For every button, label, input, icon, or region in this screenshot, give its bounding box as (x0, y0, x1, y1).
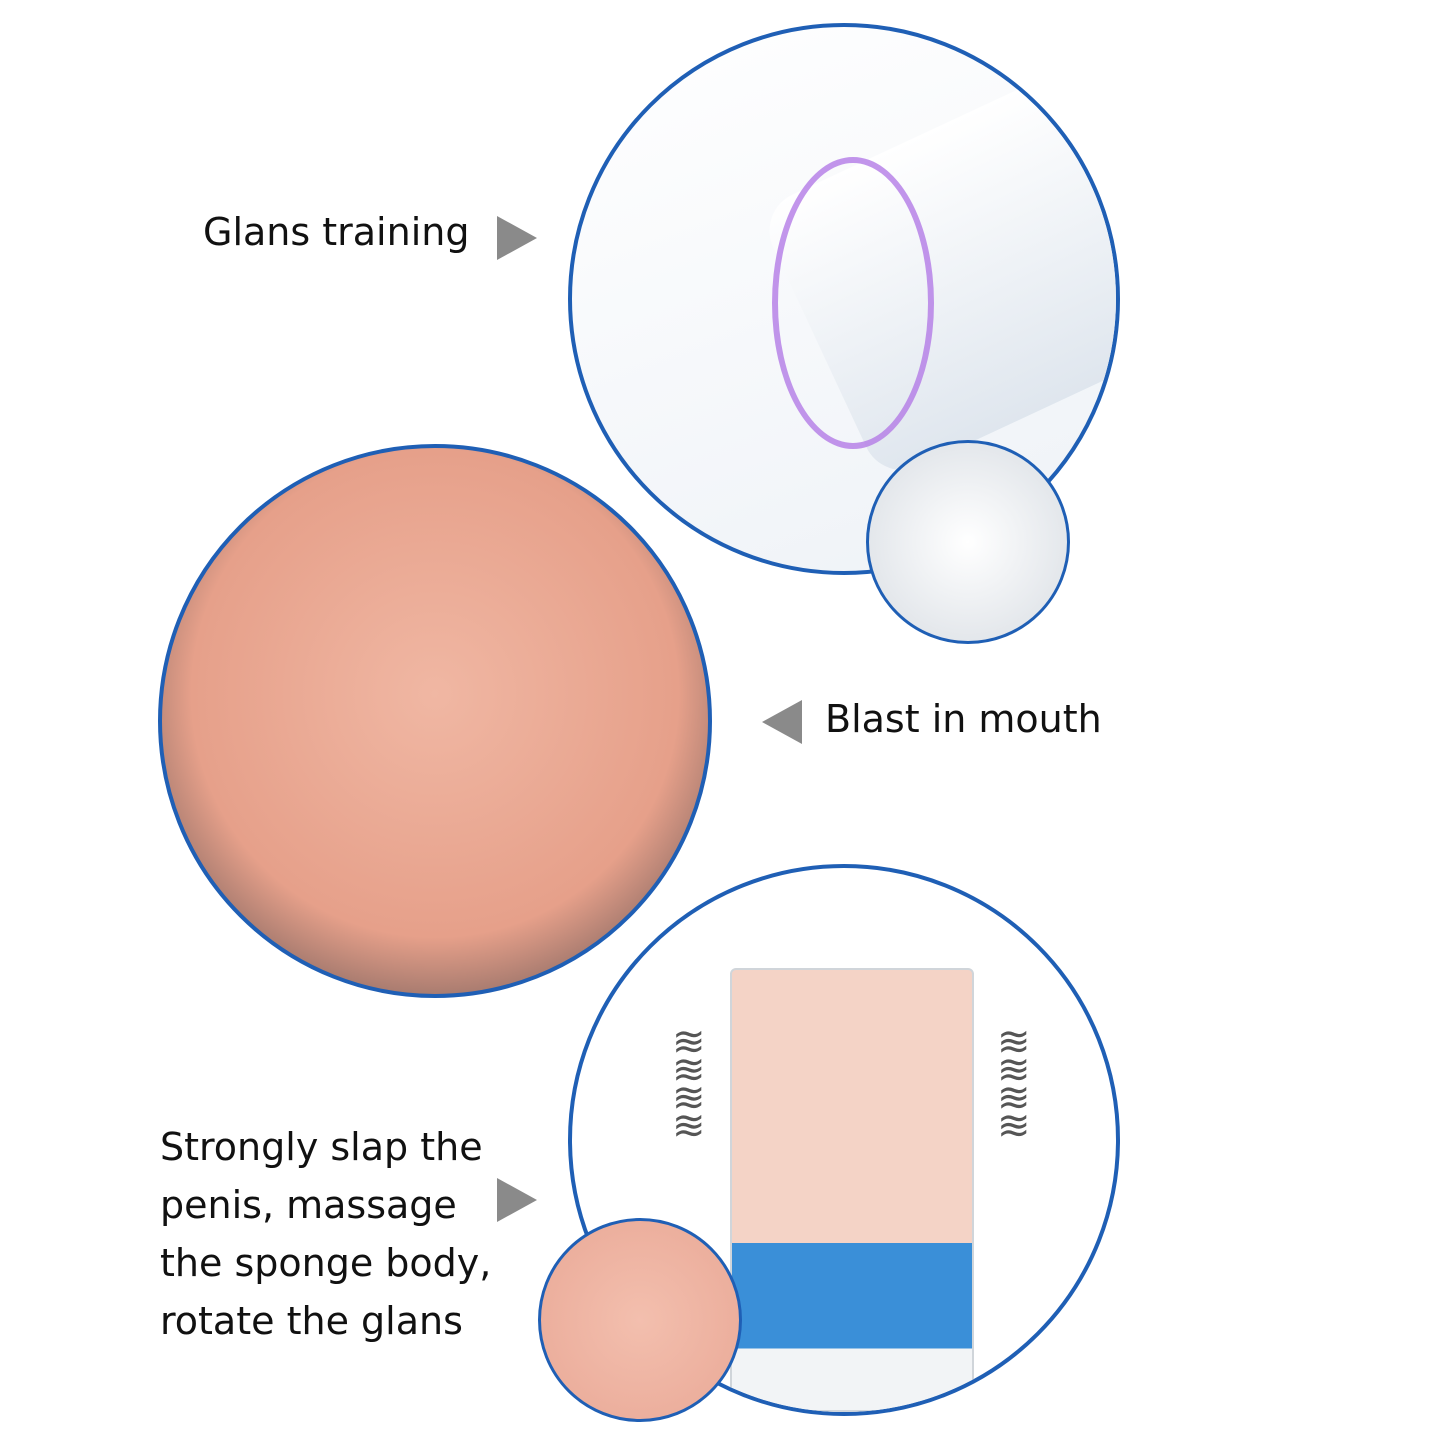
sleeve-texture-inset-bottom (538, 1218, 742, 1422)
sleeve-texture-inset-top (866, 440, 1070, 644)
feature-label-glans-training: Glans training (203, 210, 470, 254)
vibration-waves-icon: ≋≋≋≋ (672, 1019, 706, 1149)
device-body-image (730, 968, 974, 1412)
feature-text-line: penis, massage (160, 1183, 457, 1227)
arrow-left-icon (762, 700, 802, 744)
rotation-arrows-icon (772, 157, 934, 449)
feature-text-line: Strongly slap the (160, 1125, 483, 1169)
feature-label-blast-in-mouth: Blast in mouth (825, 697, 1102, 741)
product-image-circle-top (568, 23, 1120, 575)
product-image-circle-middle (158, 444, 712, 998)
feature-text-line: the sponge body, (160, 1241, 492, 1285)
arrow-right-icon (497, 216, 537, 260)
arrow-right-icon (497, 1178, 537, 1222)
vibration-waves-icon: ≋≋≋≋ (997, 1019, 1031, 1149)
feature-description-slap-massage-rotate: Strongly slap the penis, massage the spo… (160, 1118, 491, 1350)
feature-text-line: rotate the glans (160, 1299, 463, 1343)
